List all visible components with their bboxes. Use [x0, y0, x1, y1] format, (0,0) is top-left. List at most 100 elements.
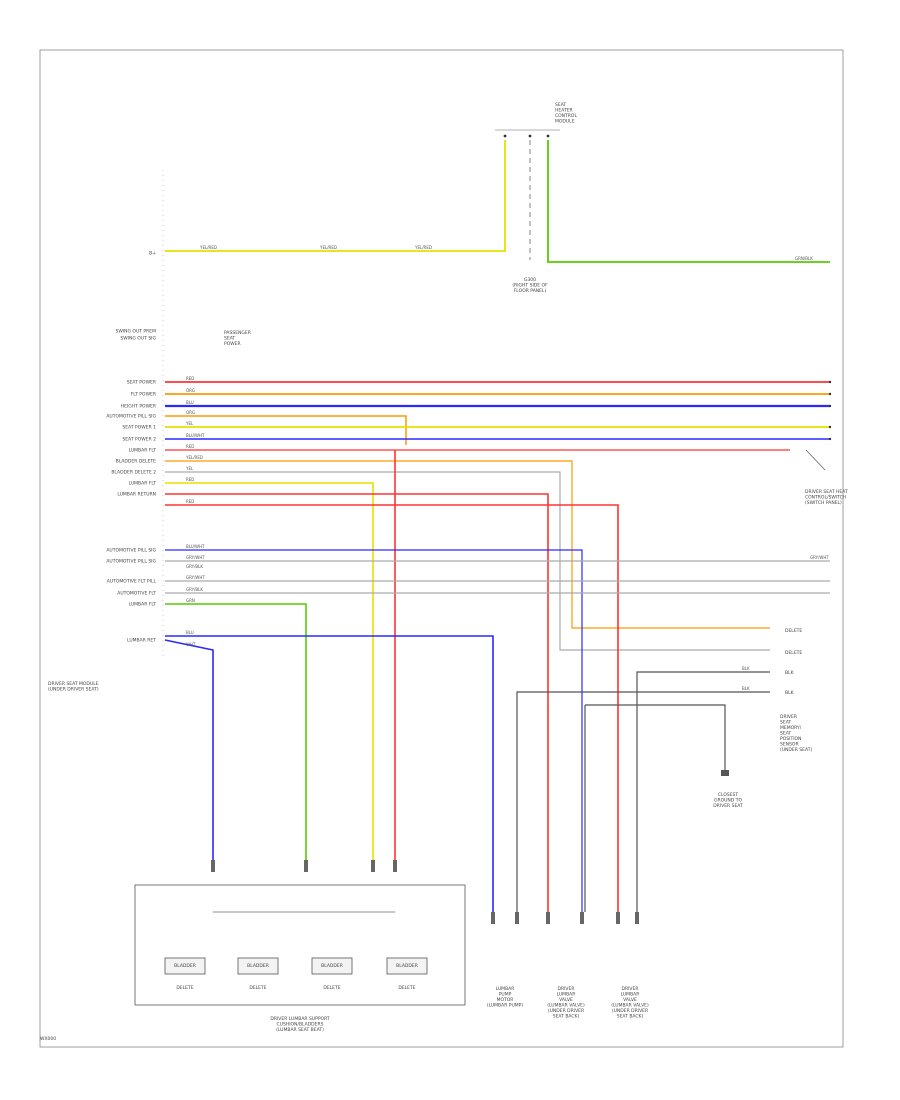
- footer-code: WX000: [40, 1036, 56, 1042]
- bottom-component-label: PUMP: [499, 992, 512, 998]
- wire-red-4: [165, 504, 619, 912]
- pin-label: BLADDER DELETE: [116, 459, 157, 465]
- right-label: DRIVER SEAT HEAT: [805, 489, 848, 495]
- right-label: POSITION: [780, 736, 801, 742]
- pin-label: AUTOMOTIVE FLT: [117, 591, 156, 597]
- pin-label: LUMBAR RETURN: [117, 492, 156, 498]
- wire-color-label: RED: [186, 499, 194, 504]
- wire-color-label: GRY/BLK: [186, 587, 203, 592]
- right-label: MEMORY/: [780, 725, 802, 731]
- wire-blue-4: [165, 635, 494, 912]
- top-connector: [495, 129, 560, 138]
- wire-color-label: GRN/BLK: [795, 256, 813, 261]
- right-label: SEAT: [780, 720, 791, 726]
- wire-yellow-3: [165, 482, 374, 860]
- bladder-item: [311, 957, 353, 975]
- pin-label: SEAT POWER 1: [122, 425, 156, 431]
- pin-label: SEAT POWER: [127, 380, 156, 386]
- heater-block-label: DRIVER LUMBAR SUPPORT: [270, 1016, 329, 1022]
- wire-color-label: WHT: [186, 642, 196, 647]
- top-connector-label: CONTROL: [555, 113, 577, 119]
- bottom-component-label: VALVE: [559, 997, 573, 1003]
- wire-blue-3: [165, 549, 583, 912]
- right-label: BLK: [785, 690, 795, 696]
- bladder-label: BLADDER: [247, 963, 269, 969]
- wire-color-label: YEL/RED: [185, 455, 203, 460]
- wire-color-label: GRN: [186, 598, 195, 603]
- connector-pin: [393, 860, 397, 872]
- wire-color-label: ORG: [186, 410, 195, 415]
- pin-label: FLT POWER: [131, 392, 156, 398]
- wire-color-label: BLU/WHT: [186, 544, 205, 549]
- wire-color-label: YEL/RED: [414, 245, 432, 250]
- wire-yellow-top: [165, 140, 506, 252]
- wire-color-label: BLU: [186, 630, 194, 635]
- right-label: GROUND TO: [714, 798, 742, 804]
- bladder-shape: [311, 957, 353, 975]
- wire-green-top: [547, 140, 830, 263]
- right-label: SEAT: [780, 731, 791, 737]
- wire-color-label: YEL/RED: [199, 245, 217, 250]
- bottom-component-label: (LUMBAR PUMP): [487, 1003, 524, 1009]
- bladder-item: [386, 957, 428, 975]
- wire-color-label: GRY/BLK: [186, 564, 203, 569]
- connector-pin: [635, 912, 639, 924]
- ground-label: (RIGHT SIDE OF: [512, 283, 548, 289]
- pin-label: AUTOMOTIVE FLT PILL: [107, 579, 157, 585]
- right-label: SENSOR: [780, 742, 799, 748]
- wire-orange-2: [165, 415, 407, 445]
- wire-color-label: RED: [186, 376, 194, 381]
- wire-color-label: GRY/WHT: [186, 575, 205, 580]
- connector-pin: [616, 912, 620, 924]
- wire-label-group: YEL/RED YEL/RED YEL/RED RED ORG BLU ORG YEL BLU/…: [185, 245, 829, 691]
- right-label: (UNDER SEAT): [780, 747, 812, 753]
- amplifier-label: SEAT: [224, 336, 235, 342]
- top-connector-label: MODULE: [555, 119, 575, 125]
- right-label: CONTROL/SWITCH: [805, 495, 846, 501]
- connector-pin: [211, 860, 215, 872]
- bladder-sublabel: DELETE: [323, 985, 340, 991]
- bladder-label: BLADDER: [321, 963, 343, 969]
- bladder-item: [237, 957, 279, 975]
- bladder-label: BLADDER: [174, 963, 196, 969]
- pin-label: BLADDER DELETE 2: [111, 470, 156, 476]
- bottom-component-label: MOTOR: [497, 997, 514, 1003]
- pin-label: AUTOMOTIVE PILL SIG: [106, 414, 156, 420]
- pin-label: HEIGHT POWER: [121, 404, 156, 410]
- diagram-frame: [39, 49, 844, 1048]
- bladder-shape: [164, 957, 206, 975]
- bladder-sublabel: DELETE: [176, 985, 193, 991]
- wire-orange-3: [165, 460, 770, 629]
- bottom-component-label: (UNDER DRIVER: [612, 1008, 648, 1014]
- wire-color-label: BLU: [186, 400, 194, 405]
- bottom-component-label: (UNDER DRIVER: [548, 1008, 584, 1014]
- module-label: (UNDER DRIVER SEAT): [48, 687, 99, 693]
- right-label: DELETE: [785, 628, 802, 634]
- wire-color-label: YEL: [185, 466, 194, 471]
- wire-color-label: ORG: [186, 388, 195, 393]
- ground-label: G300: [524, 277, 536, 283]
- bottom-component-label: SEAT BACK): [553, 1014, 580, 1020]
- wire-color-label: YEL/RED: [319, 245, 337, 250]
- right-terminals: [805, 380, 832, 471]
- right-label: DELETE: [785, 650, 802, 656]
- wire-red-3: [165, 493, 549, 912]
- wire-black-2: [516, 691, 770, 912]
- top-connector-label: HEATER: [555, 108, 573, 114]
- bladder-label: BLADDER: [396, 963, 418, 969]
- pin-label: SEAT POWER 2: [122, 437, 156, 443]
- top-connector-label: SEAT: [555, 102, 566, 108]
- pin-label: SWING OUT PREM: [116, 329, 157, 335]
- bottom-component-label: (LUMBAR VALVE): [547, 1003, 585, 1009]
- wire-color-label: RED: [186, 477, 194, 482]
- bottom-component-label: (LUMBAR VALVE): [611, 1003, 649, 1009]
- wire-blue-5: [164, 639, 214, 860]
- wire-green-2: [165, 603, 307, 860]
- connector-pin: [515, 912, 519, 924]
- bottom-component-label: LUMBAR: [621, 992, 640, 998]
- right-label: DRIVER: [780, 714, 797, 720]
- bottom-component-label: LUMBAR: [557, 992, 576, 998]
